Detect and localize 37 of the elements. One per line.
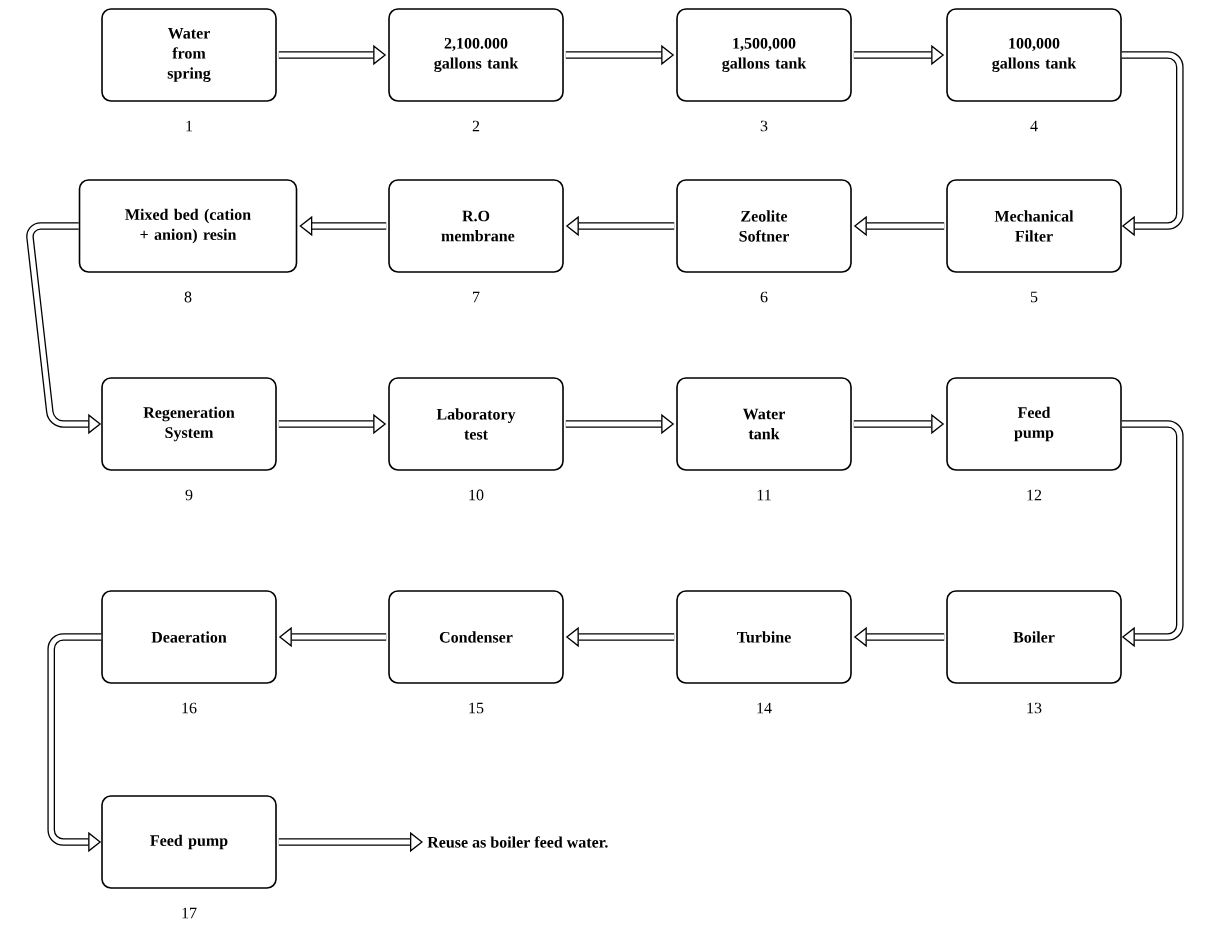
step-number: 8 [184, 291, 192, 303]
step-number: 10 [469, 489, 484, 501]
step-number: 1 [186, 120, 193, 132]
step-number: 3 [760, 120, 768, 132]
step-number: 5 [1030, 291, 1038, 303]
process-box: Water tank [676, 377, 852, 471]
process-box: Feed pump [946, 377, 1122, 471]
step-number: 7 [473, 291, 480, 303]
step-number: 12 [1027, 489, 1042, 501]
step-number: 16 [182, 702, 197, 714]
process-box: R.O membrane [388, 179, 564, 273]
process-box: Turbine [676, 590, 852, 684]
step-number: 17 [182, 907, 197, 919]
process-box: Mixed bed (cation + anion) resin [78, 179, 298, 273]
process-box: Zeolite Softner [676, 179, 852, 273]
step-number: 13 [1027, 702, 1042, 714]
process-box: Regeneration System [101, 377, 277, 471]
block-arrow [1121, 420, 1184, 648]
result-text: Reuse as boiler feed water. [427, 836, 608, 848]
step-number: 2 [472, 120, 480, 132]
process-box: 100,000 gallons tank [946, 8, 1122, 102]
process-box: 1,500,000 gallons tank [676, 8, 852, 102]
process-box: Mechanical Filter [946, 179, 1122, 273]
process-box: Deaeration [101, 590, 277, 684]
step-number: 4 [1030, 120, 1038, 132]
block-arrow [1121, 51, 1184, 237]
step-number: 9 [185, 489, 193, 501]
step-number: 11 [757, 489, 771, 501]
process-box: Water from spring [101, 8, 277, 102]
process-box: Boiler [946, 590, 1122, 684]
process-box: 2,100.000 gallons tank [388, 8, 564, 102]
step-number: 14 [757, 702, 772, 714]
process-box: Feed pump [101, 795, 277, 889]
step-number: 15 [469, 702, 484, 714]
process-box: Laboratory test [388, 377, 564, 471]
process-box: Condenser [388, 590, 564, 684]
step-number: 6 [760, 291, 768, 303]
